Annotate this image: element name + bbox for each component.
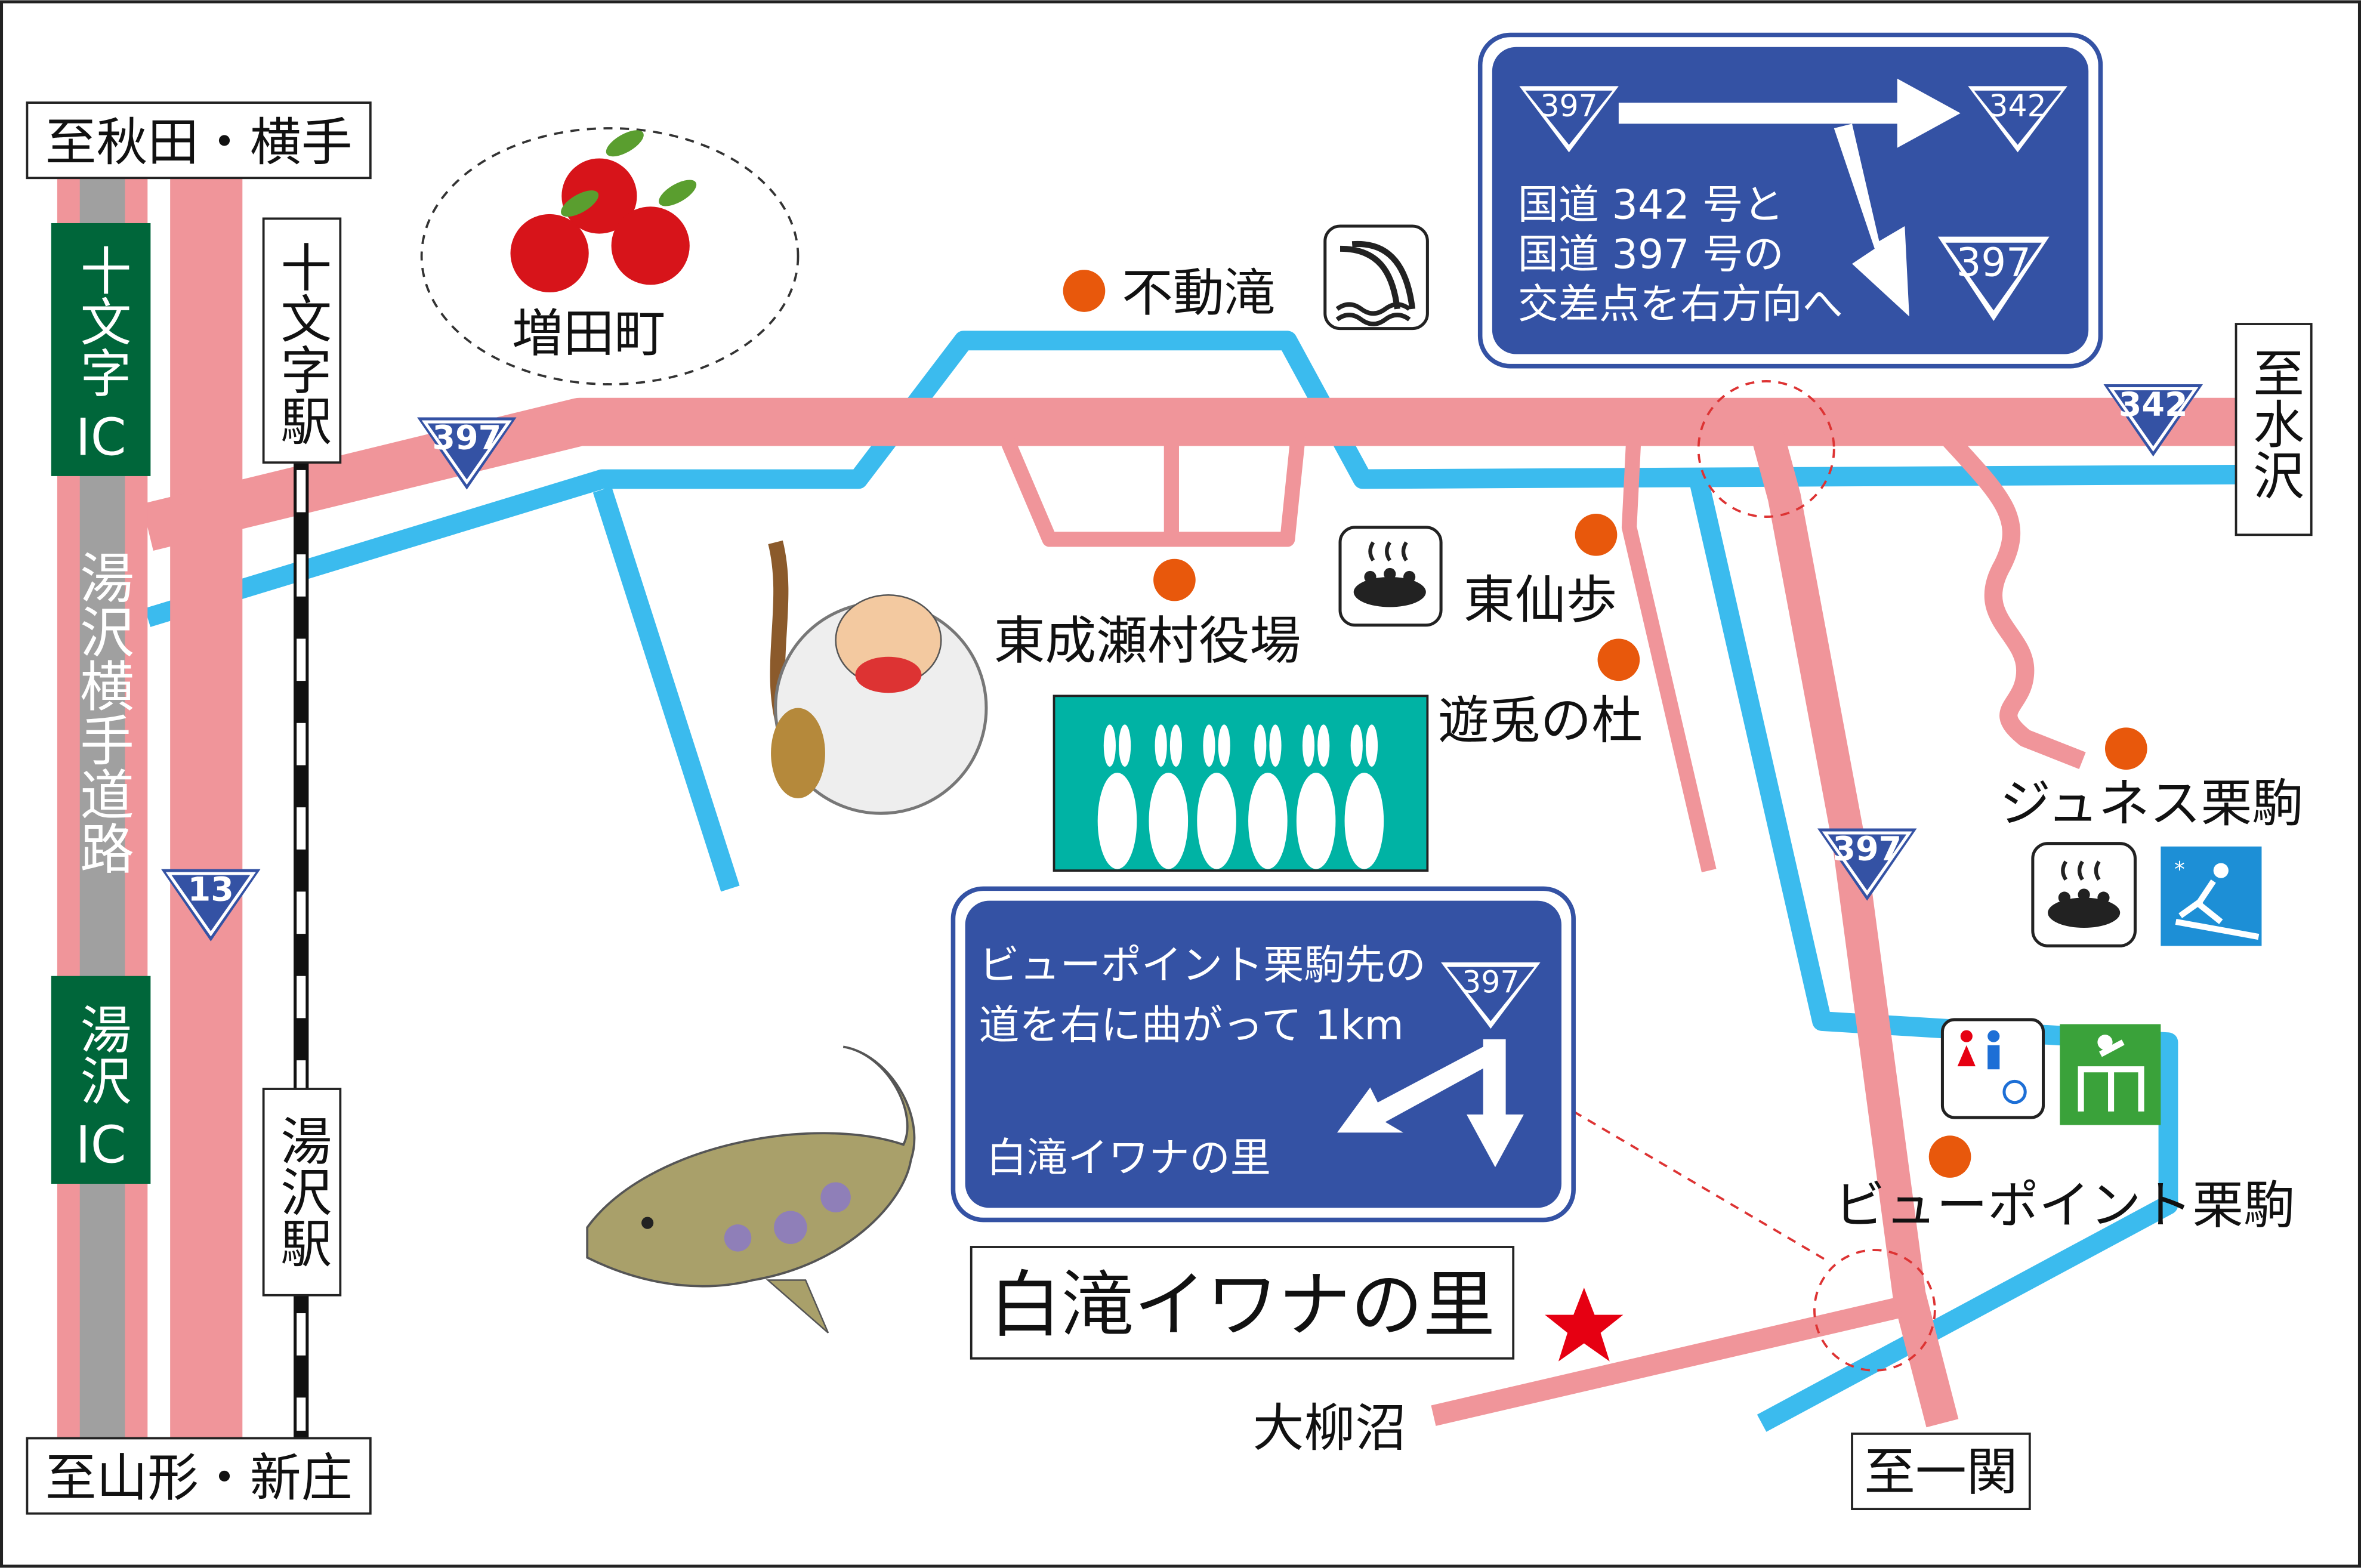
rivers [144,331,2236,1432]
svg-text:342: 342 [2119,385,2188,424]
poi-dots [1063,270,2147,1178]
poi-dot-yuto [1597,638,1640,681]
arrow-left-icon [1337,1047,1495,1133]
road-tosenpo [1621,436,1717,872]
svg-text:13: 13 [188,871,234,909]
interchange-jumonji: 十文字 IC [51,223,151,476]
fish-illustration [586,1045,916,1334]
mascot-illustration [768,540,988,815]
svg-text:397: 397 [432,418,501,457]
place-yuto: 遊兎の杜 [1438,691,1643,751]
arrow-right-icon [1618,78,1961,148]
river-main [144,331,2236,627]
place-fudo-falls: 不動滝 [1122,263,1275,323]
hot-spring-icon [1338,526,1443,627]
poi-dot-tosenpo [1575,514,1618,556]
poi-dot-jeunesse [2104,727,2147,770]
svg-text:397: 397 [1540,88,1597,124]
hot-spring-icon [2031,842,2137,947]
restroom-icon [1940,1018,2045,1119]
destination-title: 白滝イワナの里 [970,1246,1515,1360]
svg-text:湯沢駅: 湯沢駅 [271,1115,331,1268]
ic-name: 十文字 [71,244,131,397]
svg-text:*: * [2174,857,2185,882]
dest-east: 至水沢 [2235,323,2313,536]
svg-text:国道 397 号の: 国道 397 号の [1518,232,1784,279]
route-shield-342: 342 [2103,384,2203,457]
interchange-yuzawa: 湯沢 IC [51,976,151,1184]
dest-southeast: 至一関 [1851,1433,2031,1511]
viewpoint-icon [2060,1024,2161,1125]
poi-dot-fudo [1063,270,1106,312]
waterfall-icon [1323,224,1429,331]
station-jumonji: 十文字駅 [262,217,342,464]
svg-text:白滝イワナの里: 白滝イワナの里 [989,1263,1495,1347]
road-oyanagi [1431,1297,1903,1426]
place-jeunesse: ジュネス栗駒 [1999,774,2303,834]
arrow-down-icon [1466,1039,1524,1168]
direction-sign-bottom: 397 ビューポイント栗駒先の 道を右に曲がって 1km 白滝イワナの里 [950,886,1576,1223]
ski-icon: * [2161,846,2262,946]
river-branch-west [592,486,740,892]
svg-text:白滝イワナの里: 白滝イワナの里 [986,1135,1271,1182]
place-oyanagi: 大柳沼 [1253,1399,1406,1458]
rabbits-illustration [1053,695,1429,872]
place-village-office: 東成瀬村役場 [994,611,1301,671]
poi-dot-office [1153,558,1196,601]
dest-south: 至山形・新庄 [26,1437,372,1515]
star-icon [1545,1288,1624,1362]
place-viewpoint: ビューポイント栗駒 [1834,1176,2295,1236]
masuda-circle [420,127,800,385]
route-shield-397: 397 [417,417,517,490]
svg-text:397: 397 [1956,240,2031,285]
route-shield-397-south: 397 [1817,828,1917,901]
svg-text:397: 397 [1462,965,1519,1000]
ic-suffix: IC [75,408,126,468]
direction-sign-top: 397 342 397 国道 342 号と 国道 397 号の 交差点を右方向へ [1477,32,2103,369]
svg-text:道を右に曲がって 1km: 道を右に曲がって 1km [979,1002,1403,1050]
svg-text:342: 342 [1989,88,2046,124]
expressway-label: 湯沢横手道路 [71,550,134,875]
route-shield-13: 13 [161,869,261,942]
arrow-down-icon [1834,124,1909,317]
svg-text:至水沢: 至水沢 [2244,347,2304,500]
svg-text:ビューポイント栗駒先の: ビューポイント栗駒先の [979,942,1425,989]
svg-text:至一関: 至一関 [1864,1442,2017,1502]
junction-circle-342-397 [1697,380,1835,518]
svg-text:交差点を右方向へ: 交差点を右方向へ [1518,281,1843,328]
svg-text:至山形・新庄: 至山形・新庄 [45,1448,353,1508]
svg-text:国道 342 号と: 国道 342 号と [1518,181,1784,229]
road-342-397 [141,397,2236,551]
dest-north: 至秋田・横手 [26,101,372,180]
place-masuda: 増田町 [512,304,665,363]
station-yuzawa: 湯沢駅 [262,1088,342,1297]
junction-circle-viewpoint [1813,1249,1936,1372]
ic-name: 湯沢 [71,1003,131,1106]
ic-suffix: IC [75,1116,126,1175]
svg-text:至秋田・横手: 至秋田・横手 [45,113,353,172]
road-jeunesse [1943,434,2086,769]
svg-text:十文字駅: 十文字駅 [271,241,331,446]
place-tosenpo: 東仙歩 [1464,570,1617,630]
svg-text:397: 397 [1832,829,1902,868]
apple-icon [510,130,697,293]
river-branch-east [1689,477,2178,1432]
poi-dot-viewpoint [1928,1135,1971,1178]
